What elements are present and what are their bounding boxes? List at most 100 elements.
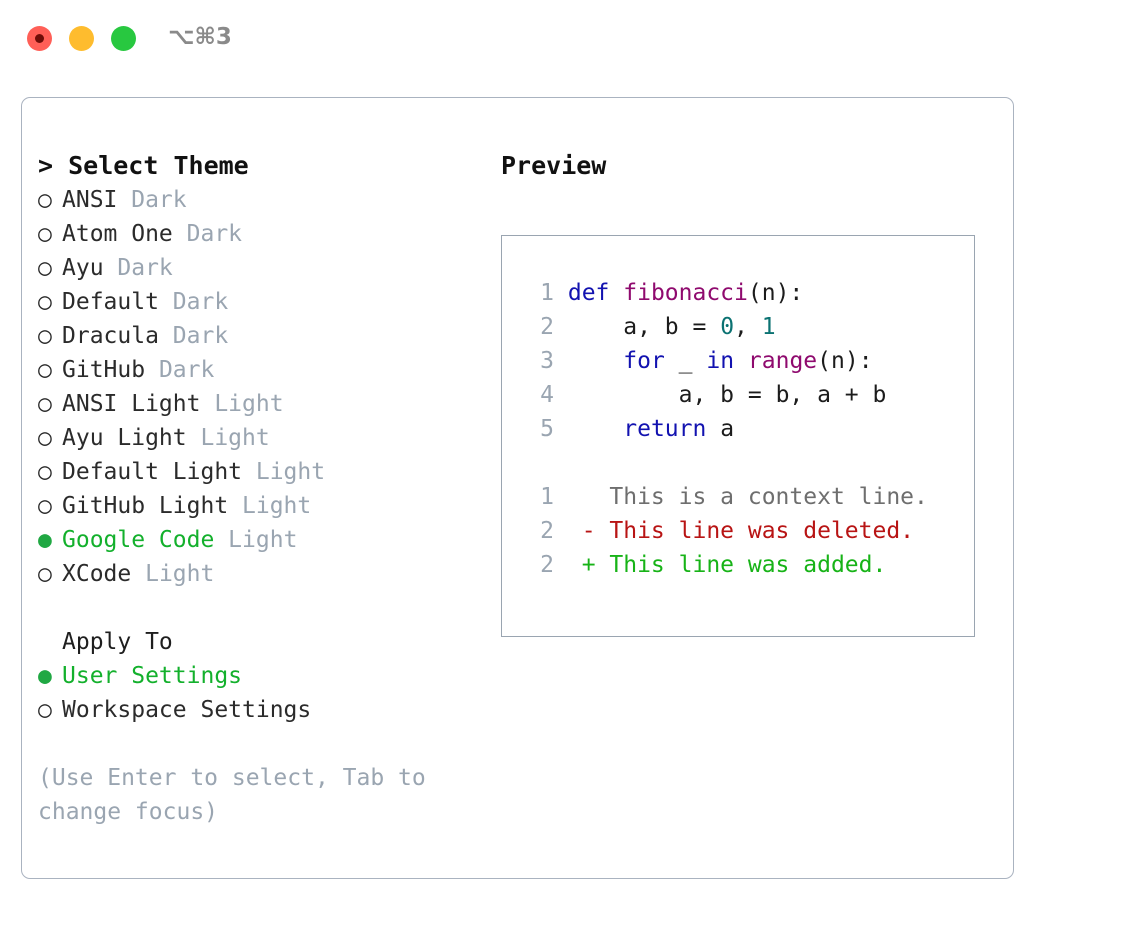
apply-to-option[interactable]: ● User Settings <box>38 659 478 693</box>
code-token-pl: a <box>706 416 735 442</box>
radio-unselected-icon: ○ <box>38 221 52 247</box>
radio-unselected-icon: ○ <box>38 493 52 519</box>
radio-unselected-icon: ○ <box>38 391 52 417</box>
theme-option[interactable]: ○ GitHub Light Light <box>38 489 478 523</box>
radio-selected-icon: ● <box>38 527 52 553</box>
theme-option-name: GitHub Light <box>62 493 229 519</box>
code-token-pl: (n): <box>817 348 873 374</box>
radio-unselected-icon: ○ <box>38 425 52 451</box>
theme-option-name: GitHub <box>62 357 146 383</box>
theme-option[interactable]: ○ Dracula Dark <box>38 319 478 353</box>
code-token-kw: def <box>567 280 624 306</box>
theme-option-name: ANSI Light <box>62 391 201 417</box>
theme-option-name: Default Light <box>62 459 243 485</box>
code-token-fn: range <box>747 348 818 374</box>
theme-option-name: Default <box>62 289 159 315</box>
code-token-kw: for <box>623 348 665 374</box>
diff-line: 2 + This line was added. <box>518 548 968 582</box>
theme-option[interactable]: ○ Default Light Light <box>38 455 478 489</box>
preview-column: Preview 1 def fibonacci(n):2 a, b = 0, 1… <box>501 149 991 637</box>
select-theme-header: > Select Theme <box>38 151 249 180</box>
theme-option[interactable]: ○Ayu Light Light <box>38 421 478 455</box>
theme-option-name: Google Code <box>62 527 215 553</box>
theme-option[interactable]: ●Google Code Light <box>38 523 478 557</box>
code-line-number: 3 <box>540 348 554 374</box>
theme-variant-tag: Dark <box>158 289 229 315</box>
radio-unselected-icon: ○ <box>38 459 52 485</box>
code-token-pl <box>568 416 623 442</box>
code-token-num: 0 <box>720 314 735 340</box>
apply-to-option-list: ● User Settings ○ Workspace Settings <box>38 659 478 727</box>
code-line-number: 1 <box>540 280 554 306</box>
code-line-number: 4 <box>540 382 554 408</box>
apply-to-option-name: User Settings <box>62 663 243 689</box>
minimize-button[interactable] <box>69 26 94 51</box>
theme-option-name: Dracula <box>62 323 159 349</box>
diff-line-text: This is a context line. <box>554 484 928 510</box>
content-panel: > Select Theme ○ANSI Dark○Atom One Dark○… <box>21 97 1014 879</box>
code-token-pl: , <box>734 314 762 340</box>
theme-variant-tag: Light <box>131 561 215 587</box>
radio-unselected-icon: ○ <box>38 323 52 349</box>
theme-option-name: ANSI <box>62 187 118 213</box>
theme-option[interactable]: ○GitHub Dark <box>38 353 478 387</box>
apply-to-title: Apply To <box>62 629 173 655</box>
theme-variant-tag: Light <box>242 459 326 485</box>
theme-option[interactable]: ○Default Dark <box>38 285 478 319</box>
title-bar: ⌥⌘3 <box>0 0 1140 78</box>
code-line: 3 for _ in range(n): <box>518 344 968 378</box>
keyboard-hint-text: (Use Enter to select, Tab to change focu… <box>38 765 426 825</box>
theme-variant-tag: Dark <box>172 221 243 247</box>
code-token-pl: a, b = <box>567 314 721 340</box>
theme-option[interactable]: ○ XCode Light <box>38 557 478 591</box>
theme-option-name: Ayu <box>62 255 104 281</box>
code-line: 2 a, b = 0, 1 <box>518 310 968 344</box>
hint-spacer <box>38 727 478 761</box>
code-line: 4 a, b = b, a + b <box>518 378 968 412</box>
traffic-lights <box>27 26 136 51</box>
code-token-kw: return <box>623 416 707 442</box>
code-token-pl: _ <box>664 348 707 374</box>
theme-variant-tag: Light <box>186 425 270 451</box>
theme-option[interactable]: ○ANSI Dark <box>38 183 478 217</box>
diff-spacer <box>518 446 968 480</box>
code-line-number: 5 <box>540 416 554 442</box>
theme-option[interactable]: ○Atom One Dark <box>38 217 478 251</box>
theme-variant-tag: Light <box>228 493 312 519</box>
code-token-pl: a, b = b, a + b <box>567 382 887 408</box>
theme-option-list: ○ANSI Dark○Atom One Dark○Ayu Dark○Defaul… <box>38 183 478 591</box>
code-line: 5 return a <box>518 412 968 446</box>
close-button[interactable] <box>27 26 52 51</box>
apply-to-option[interactable]: ○ Workspace Settings <box>38 693 478 727</box>
maximize-button[interactable] <box>111 26 136 51</box>
code-token-pl: (n): <box>747 280 804 306</box>
theme-variant-tag: Dark <box>117 187 187 213</box>
theme-variant-tag: Light <box>200 391 284 417</box>
apply-to-option-name: Workspace Settings <box>62 697 312 723</box>
radio-unselected-icon: ○ <box>38 697 52 723</box>
radio-unselected-icon: ○ <box>38 255 52 281</box>
theme-variant-tag: Dark <box>145 357 215 383</box>
list-spacer <box>38 591 478 625</box>
theme-variant-tag: Dark <box>103 255 173 281</box>
code-token-pl <box>568 348 623 374</box>
radio-selected-icon: ● <box>38 663 52 689</box>
theme-option[interactable]: ○ Ayu Dark <box>38 251 478 285</box>
theme-option-name: XCode <box>62 561 132 587</box>
diff-line: 1 This is a context line. <box>518 480 968 514</box>
code-token-fn: fibonacci <box>623 280 748 306</box>
theme-option[interactable]: ○ ANSI Light Light <box>38 387 478 421</box>
theme-picker-column: > Select Theme ○ANSI Dark○Atom One Dark○… <box>38 149 478 829</box>
diff-line: 2 - This line was deleted. <box>518 514 968 548</box>
preview-title: Preview <box>501 151 607 180</box>
keyboard-shortcut-label: ⌥⌘3 <box>168 24 232 50</box>
radio-unselected-icon: ○ <box>38 561 52 587</box>
theme-variant-tag: Dark <box>158 323 229 349</box>
diff-line-text: + This line was added. <box>554 552 887 578</box>
diff-line-number: 2 <box>540 552 554 578</box>
diff-sample: 1 This is a context line.2 - This line w… <box>518 480 968 582</box>
